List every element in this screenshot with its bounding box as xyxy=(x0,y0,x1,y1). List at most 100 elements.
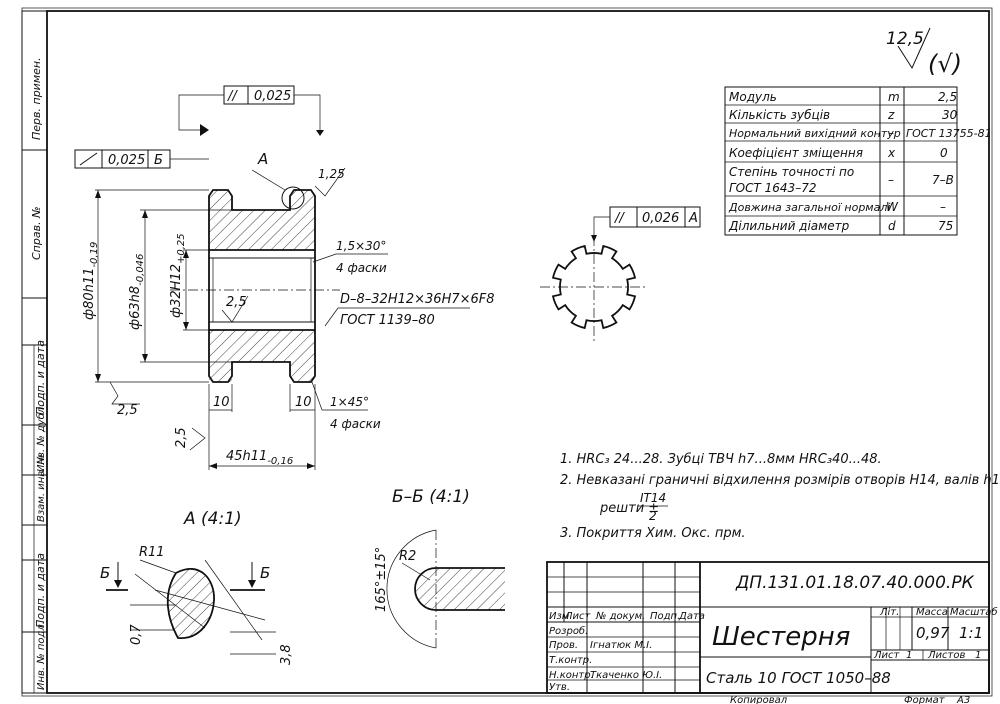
dim-38: 3,8 xyxy=(279,644,294,665)
param-value: ГОСТ 13755-81 xyxy=(906,127,992,140)
svg-text:R2: R2 xyxy=(399,549,416,564)
hdr-date: Дата xyxy=(678,611,705,622)
sheet-label: Лист xyxy=(873,650,901,661)
section-BB: Б–Б (4:1) R2 165°±15° xyxy=(374,487,505,650)
dim-d80: ф80h11-0,19 xyxy=(82,242,100,320)
format-label: Формат xyxy=(904,695,946,704)
svg-text:Б: Б xyxy=(260,564,270,582)
svg-text:Б: Б xyxy=(100,564,110,582)
svg-text:12,5: 12,5 xyxy=(886,29,924,49)
sheet-no: 1 xyxy=(906,650,912,661)
dim-angle: 165°±15° xyxy=(374,547,389,612)
title-block: Изм Лист № докум. Подп. Дата Розроб. Про… xyxy=(546,561,998,704)
svg-text:Б–Б (4:1): Б–Б (4:1) xyxy=(392,487,470,507)
param-name: Довжина загальної нормалі xyxy=(728,201,890,214)
param-name: Модуль xyxy=(729,90,777,104)
note-2: 2. Невказані граничні відхилення розмірі… xyxy=(560,473,1000,488)
main-view-dimensions: // 0,025 0,025 Б 1,25 ф80h11-0,19 xyxy=(74,85,495,470)
strip-label-5: Взам. инв. № xyxy=(36,454,47,522)
svg-text:(√): (√) xyxy=(928,50,962,78)
note-1: 1. HRC₃ 24...28. Зубці ТВЧ h7...8мм HRC₃… xyxy=(560,452,882,467)
hdr-list: Лист xyxy=(564,611,592,622)
param-sym: W xyxy=(886,200,899,214)
svg-text:10: 10 xyxy=(295,395,312,410)
param-name: Коефіцієнт зміщення xyxy=(729,146,863,160)
part-name: Шестерня xyxy=(712,622,850,652)
dim-d32: ф32H12+0,25 xyxy=(169,233,187,318)
dim-rough-bottom: 2,5 xyxy=(174,427,189,448)
param-name: ГОСТ 1643–72 xyxy=(729,181,816,195)
prov-name: Ігнатюк М.І. xyxy=(590,640,652,651)
strip-label-6: Подп. и дата xyxy=(34,553,47,628)
param-name: Кількість зубців xyxy=(729,108,830,122)
scale-header: Масштаб xyxy=(950,606,998,618)
svg-text:10: 10 xyxy=(213,395,230,410)
strip-label-7: Инв. № подл. xyxy=(36,621,47,690)
strip-label-4: Инв. № дубл. xyxy=(35,404,47,472)
param-value: – xyxy=(940,200,946,214)
gear-section-view: A xyxy=(170,150,340,383)
technical-notes: 1. HRC₃ 24...28. Зубці ТВЧ h7...8мм HRC₃… xyxy=(560,452,1000,541)
hdr-izm: Изм xyxy=(549,611,570,622)
param-name: Степінь точності по xyxy=(729,165,854,179)
side-strip: Перв. примен. Справ. № Подп. и дата Инв.… xyxy=(21,10,48,694)
svg-text:D–8–32H12×36H7×6F8: D–8–32H12×36H7×6F8 xyxy=(340,292,495,307)
param-name: Ділильний діаметр xyxy=(728,219,850,233)
param-value: 7–B xyxy=(932,173,954,187)
sheets-label: Листов xyxy=(927,650,965,661)
svg-text:4 фаски: 4 фаски xyxy=(336,261,387,275)
svg-text:1×45°: 1×45° xyxy=(330,395,369,409)
param-sym: x xyxy=(887,146,896,160)
gear-params-table: Модуль m 2,5 Кількість зубців z 30 Норма… xyxy=(724,86,992,236)
hdr-doc: № докум. xyxy=(595,611,645,622)
svg-text:1,5×30°: 1,5×30° xyxy=(336,239,386,253)
note-2b: решти ± xyxy=(599,501,659,516)
row-nkontr: Н.контр. xyxy=(549,670,594,681)
lit-header: Літ. xyxy=(879,606,899,618)
mass-value: 0,97 xyxy=(916,624,950,642)
param-sym: z xyxy=(887,108,895,122)
note-3: 3. Покриття Хим. Окс. прм. xyxy=(560,526,746,541)
svg-text:A: A xyxy=(257,150,268,168)
param-sym: d xyxy=(888,219,896,233)
dim-len45: 45h11-0,16 xyxy=(226,449,293,467)
svg-text:4 фаски: 4 фаски xyxy=(330,417,381,431)
scale-value: 1:1 xyxy=(959,624,983,642)
spline-end-view: // 0,026 A xyxy=(540,206,701,342)
copied-label: Копировал xyxy=(730,695,788,704)
svg-text:2,5: 2,5 xyxy=(226,295,247,310)
svg-text:0,026: 0,026 xyxy=(642,211,679,226)
sheets-no: 1 xyxy=(975,650,981,661)
note-2-den: 2 xyxy=(649,509,657,523)
parallel-tolerance-right: // 0,026 A xyxy=(591,206,701,242)
row-tkontr: Т.контр. xyxy=(549,655,592,666)
row-prov: Пров. xyxy=(549,640,578,651)
svg-text:2,5: 2,5 xyxy=(117,403,138,418)
strip-label-2: Справ. № xyxy=(30,206,43,260)
row-utv: Утв. xyxy=(549,682,570,693)
param-sym: m xyxy=(888,90,900,104)
svg-text:A (4:1): A (4:1) xyxy=(183,509,242,529)
param-name: Нормальний вихідний контур xyxy=(729,127,901,140)
param-value: 0 xyxy=(940,146,948,160)
hdr-sign: Подп. xyxy=(650,611,680,622)
param-sym: – xyxy=(888,126,894,140)
svg-text://: // xyxy=(614,211,625,226)
nkontr-name: Ткаченко Ю.І. xyxy=(590,670,662,681)
note-2-num: IT14 xyxy=(640,491,666,505)
roughness-symbol: 12,5 (√) xyxy=(886,27,962,78)
mass-header: Масса xyxy=(916,607,948,618)
svg-text:A: A xyxy=(688,211,698,226)
svg-text:R11: R11 xyxy=(139,545,165,560)
param-value: 2,5 xyxy=(938,90,957,104)
svg-text:0,025: 0,025 xyxy=(108,153,145,168)
row-razrab: Розроб. xyxy=(549,625,588,637)
svg-text:ГОСТ 1139–80: ГОСТ 1139–80 xyxy=(340,313,435,328)
detail-A: A (4:1) R11 Б Б 0,7 3,8 xyxy=(100,509,294,665)
dim-07: 0,7 xyxy=(129,624,144,645)
svg-text:0,025: 0,025 xyxy=(254,89,291,104)
strip-label-1: Перв. примен. xyxy=(30,57,43,140)
svg-text:Б: Б xyxy=(154,153,163,168)
param-value: 30 xyxy=(942,108,958,122)
